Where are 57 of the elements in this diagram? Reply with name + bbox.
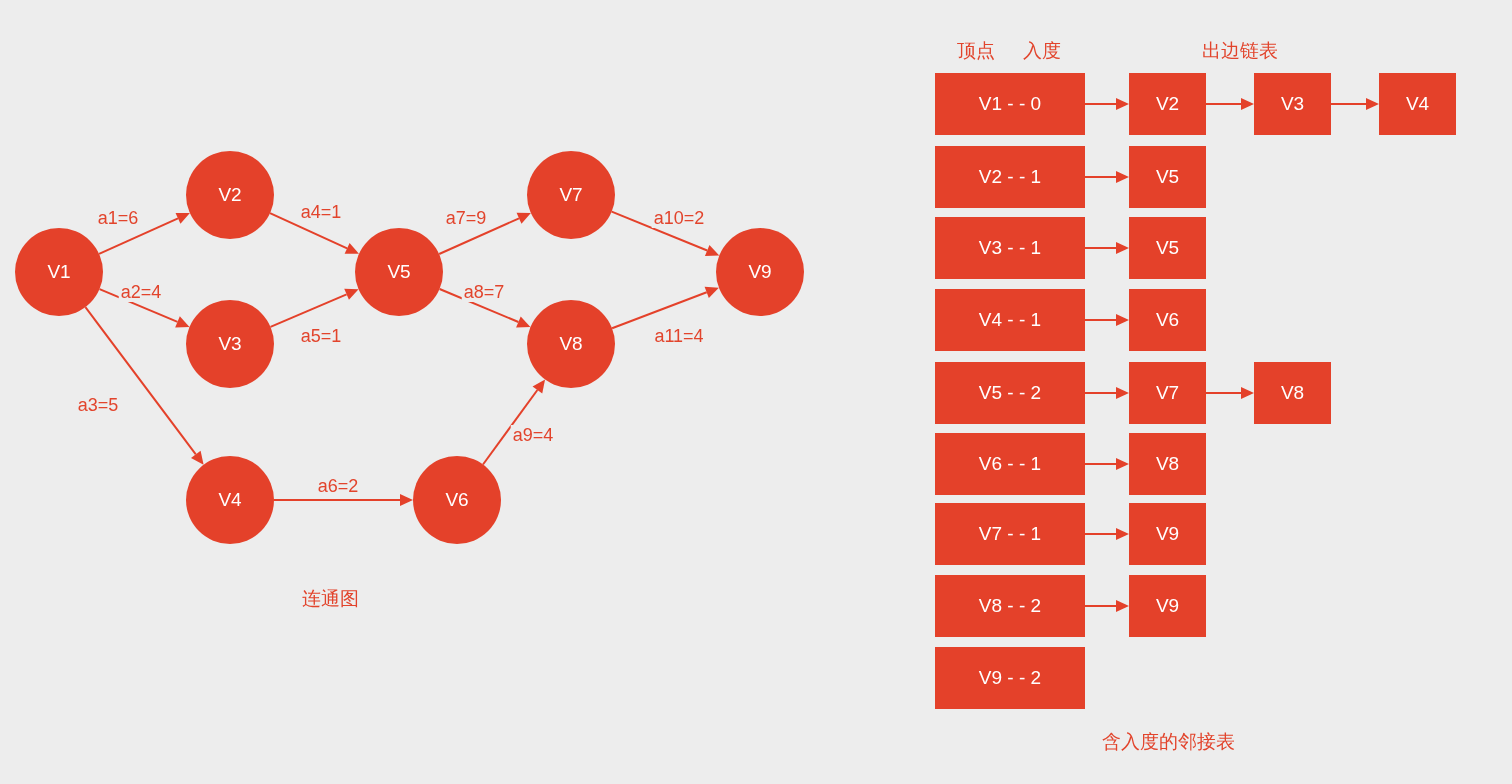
list-node-box: V7 xyxy=(1129,362,1206,424)
list-node-box: V8 xyxy=(1129,433,1206,495)
arrow xyxy=(1205,98,1254,110)
vertex-circle: V1 xyxy=(15,228,103,316)
arrow xyxy=(611,286,719,330)
arrow xyxy=(1205,387,1254,399)
edge-label: a8=7 xyxy=(461,282,507,302)
edge-label: a10=2 xyxy=(651,208,707,228)
vertex-box: V1 - - 0 xyxy=(935,73,1085,135)
vertex-circle: V7 xyxy=(527,151,615,239)
vertex-box: V2 - - 1 xyxy=(935,146,1085,208)
vertex-circle: V3 xyxy=(186,300,274,388)
list-node-box: V2 xyxy=(1129,73,1206,135)
arrow xyxy=(438,288,531,328)
list-node-box: V4 xyxy=(1379,73,1456,135)
vertex-box: V6 - - 1 xyxy=(935,433,1085,495)
arrow xyxy=(1084,98,1129,110)
vertex-box: V4 - - 1 xyxy=(935,289,1085,351)
vertex-circle: V5 xyxy=(355,228,443,316)
list-node-box: V3 xyxy=(1254,73,1331,135)
list-node-box: V5 xyxy=(1129,146,1206,208)
vertex-box: V3 - - 1 xyxy=(935,217,1085,279)
vertex-circle: V2 xyxy=(186,151,274,239)
list-node-box: V9 xyxy=(1129,503,1206,565)
arrow xyxy=(273,494,413,506)
arrow xyxy=(1330,98,1379,110)
arrow xyxy=(98,288,190,328)
arrow xyxy=(1084,528,1129,540)
caption: 含入度的邻接表 xyxy=(1101,731,1235,751)
vertex-box: V7 - - 1 xyxy=(935,503,1085,565)
arrow xyxy=(1084,387,1129,399)
caption: 连通图 xyxy=(301,588,359,608)
arrow xyxy=(482,379,546,466)
list-node-box: V6 xyxy=(1129,289,1206,351)
list-node-box: V8 xyxy=(1254,362,1331,424)
arrow xyxy=(1084,314,1129,326)
vertex-circle: V6 xyxy=(413,456,501,544)
list-node-box: V9 xyxy=(1129,575,1206,637)
arrow xyxy=(610,210,720,257)
arrow xyxy=(438,212,531,255)
edge-label: a2=4 xyxy=(118,282,164,302)
vertex-box: V5 - - 2 xyxy=(935,362,1085,424)
arrow xyxy=(1084,600,1129,612)
arrow xyxy=(1084,171,1129,183)
vertex-box: V8 - - 2 xyxy=(935,575,1085,637)
arrow xyxy=(84,306,204,465)
column-header: 出边链表 xyxy=(1202,40,1278,60)
vertex-circle: V4 xyxy=(186,456,274,544)
arrow xyxy=(98,212,190,255)
arrow xyxy=(1084,242,1129,254)
arrow xyxy=(1084,458,1129,470)
vertex-circle: V9 xyxy=(716,228,804,316)
list-node-box: V5 xyxy=(1129,217,1206,279)
arrow xyxy=(269,288,359,328)
vertex-circle: V8 xyxy=(527,300,615,388)
arrow xyxy=(269,212,359,254)
vertex-box: V9 - - 2 xyxy=(935,647,1085,709)
